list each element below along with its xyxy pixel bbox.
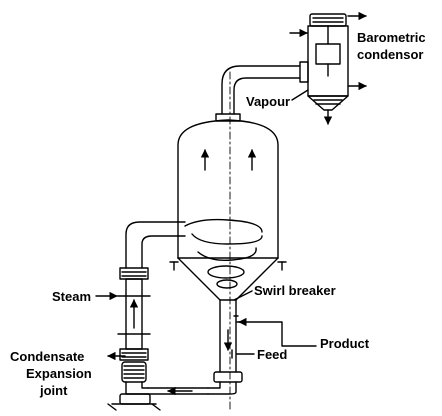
circulation-pump [108,382,160,410]
steam-label: Steam [52,289,91,304]
downcomer [208,300,242,394]
expansion-joint [122,362,146,382]
separator-flow-arrows [205,150,252,170]
feed-label: Feed [257,347,287,362]
barometric-condensor-label-line1: Barometric [357,30,426,45]
product-line [234,316,316,346]
heat-exchanger [118,268,150,360]
barometric-condenser [308,14,348,110]
product-label: Product [320,336,369,351]
condensate-label: Condensate [10,349,84,364]
vapour-label: Vapour [246,94,290,109]
expansion-joint-label-line2: joint [40,383,67,398]
separator-inlet-pipe [126,222,185,268]
bottom-return-line [148,388,208,394]
barometric-condensor-label-line2: condensor [357,47,423,62]
swirl-breaker-label: Swirl breaker [254,283,336,298]
vapour-leader [292,90,308,100]
expansion-joint-label-line1: Expansion [26,366,92,381]
separator-vessel [170,120,286,300]
swirl [185,220,262,288]
